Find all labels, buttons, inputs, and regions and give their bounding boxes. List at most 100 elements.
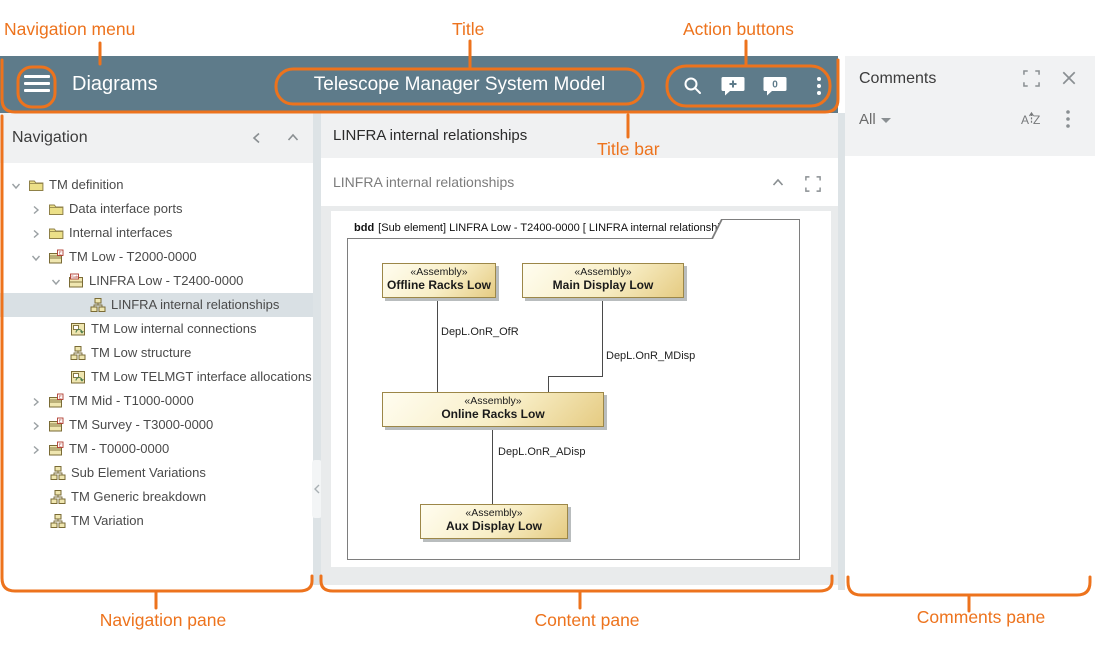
connector-label: DepL.OnR_MDisp (606, 350, 696, 362)
comment-count-badge[interactable]: 0 (761, 75, 789, 97)
app-section-label: Diagrams (72, 73, 158, 95)
block-stereotype: «Assembly» (465, 507, 523, 519)
content-header: LINFRA internal relationships (321, 113, 838, 158)
bdd-diagram-icon (90, 297, 106, 313)
tree-item[interactable]: TM Generic breakdown (0, 485, 313, 509)
block-stereotype: «Assembly» (410, 266, 468, 278)
connector-line (548, 376, 549, 392)
content-page-title: LINFRA internal relationships (333, 127, 528, 144)
folder-icon (48, 201, 64, 217)
caret-expanded-icon[interactable] (50, 275, 62, 287)
svg-text:0: 0 (772, 80, 778, 91)
comments-pane-header: Comments All A Z (845, 56, 1095, 156)
svg-text:E: E (59, 250, 62, 255)
caret-collapsed-icon[interactable] (30, 443, 42, 455)
annotation-title: Title (452, 19, 485, 39)
bdd-diagram-icon (50, 465, 66, 481)
collapse-pane-handle[interactable] (312, 460, 322, 518)
sub-element-icon: Sub (68, 273, 84, 289)
ibd-diagram-icon (70, 321, 86, 337)
block-main-display-low[interactable]: «Assembly» Main Display Low (522, 263, 684, 298)
tree-item[interactable]: TM Low structure (0, 341, 313, 365)
collapse-up-icon[interactable] (286, 131, 300, 145)
connector-line (492, 427, 493, 504)
tree-item[interactable]: Internal interfaces (0, 221, 313, 245)
tree-item[interactable]: Sub Element Variations (0, 461, 313, 485)
kebab-menu-icon[interactable] (1065, 109, 1071, 129)
block-name: Main Display Low (552, 278, 654, 292)
connector-label: DepL.OnR_ADisp (498, 446, 586, 458)
hamburger-menu-icon[interactable] (20, 69, 54, 99)
tree-item-label: TM Mid - T1000-0000 (69, 393, 194, 408)
svg-text:A: A (1021, 113, 1029, 127)
block-offline-racks-low[interactable]: «Assembly» Offline Racks Low (382, 263, 496, 298)
pane-divider (313, 113, 321, 585)
tree-item[interactable]: E TM - T0000-0000 (0, 437, 313, 461)
connector-line (602, 298, 603, 377)
tree-item[interactable]: Data interface ports (0, 197, 313, 221)
tree-item[interactable]: TM Low internal connections (0, 317, 313, 341)
title-bar: Diagrams Telescope Manager System Model … (0, 56, 838, 113)
chevron-left-icon (314, 484, 320, 494)
tree-item-label: TM Low internal connections (91, 321, 257, 336)
fullscreen-icon[interactable] (805, 176, 821, 192)
folder-icon (48, 225, 64, 241)
frame-keyword: bdd (354, 222, 375, 234)
caret-collapsed-icon[interactable] (30, 395, 42, 407)
tree-item[interactable]: E TM Mid - T1000-0000 (0, 389, 313, 413)
comments-filter-dropdown[interactable]: All (859, 111, 891, 128)
caret-expanded-icon[interactable] (10, 179, 22, 191)
connector-line (437, 298, 438, 392)
collapse-up-icon[interactable] (771, 176, 785, 190)
tree-item-label: TM Generic breakdown (71, 489, 207, 504)
tree-item-label: TM Survey - T3000-0000 (69, 417, 214, 432)
tree-item-label: Sub Element Variations (71, 465, 206, 480)
content-pane: LINFRA internal relationships LINFRA int… (321, 113, 838, 585)
diagram-section-header: LINFRA internal relationships (321, 158, 838, 206)
bdd-diagram-icon (70, 345, 86, 361)
svg-text:Z: Z (1033, 113, 1040, 127)
annotation-content-pane: Content pane (534, 610, 640, 630)
fullscreen-icon[interactable] (1023, 70, 1040, 87)
collapse-left-icon[interactable] (250, 131, 264, 145)
annotation-comments-pane: Comments pane (916, 607, 1046, 627)
tree-item[interactable]: TM Variation (0, 509, 313, 533)
kebab-menu-icon[interactable] (810, 75, 828, 97)
svg-text:E: E (59, 442, 62, 447)
bdd-diagram-icon (50, 513, 66, 529)
svg-text:E: E (59, 394, 62, 399)
close-icon[interactable] (1061, 70, 1077, 86)
tree-item[interactable]: LINFRA internal relationships (0, 293, 313, 317)
caret-expanded-icon[interactable] (30, 251, 42, 263)
frame-label: [Sub element] LINFRA Low - T2400-0000 [ … (378, 222, 738, 234)
annotation-title-bar: Title bar (597, 139, 660, 159)
block-online-racks-low[interactable]: «Assembly» Online Racks Low (382, 392, 604, 427)
caret-collapsed-icon[interactable] (30, 419, 42, 431)
caret-collapsed-icon[interactable] (30, 227, 42, 239)
tree-item[interactable]: TM Low TELMGT interface allocations (0, 365, 313, 389)
annotation-action-buttons: Action buttons (683, 19, 794, 39)
sort-alpha-icon[interactable]: A Z (1021, 110, 1043, 128)
chevron-down-icon (880, 117, 891, 123)
block-aux-display-low[interactable]: «Assembly» Aux Display Low (420, 504, 568, 539)
comments-pane: Comments All A Z (845, 56, 1095, 590)
connector-line (548, 376, 603, 377)
tree-item[interactable]: TM definition (0, 173, 313, 197)
tree-item-label: TM Low structure (91, 345, 192, 360)
tree-item-label: TM - T0000-0000 (69, 441, 170, 456)
annotation-navigation-pane: Navigation pane (99, 610, 227, 630)
annotation-navigation-menu: Navigation menu (4, 19, 136, 39)
search-icon[interactable] (679, 75, 707, 97)
caret-collapsed-icon[interactable] (30, 203, 42, 215)
block-stereotype: «Assembly» (464, 395, 522, 407)
add-comment-icon[interactable] (719, 75, 747, 97)
diagram-frame: bdd[Sub element] LINFRA Low - T2400-0000… (347, 219, 800, 560)
folder-icon (28, 177, 44, 193)
element-icon: E (48, 249, 64, 265)
tree-item-label: LINFRA internal relationships (111, 297, 280, 312)
